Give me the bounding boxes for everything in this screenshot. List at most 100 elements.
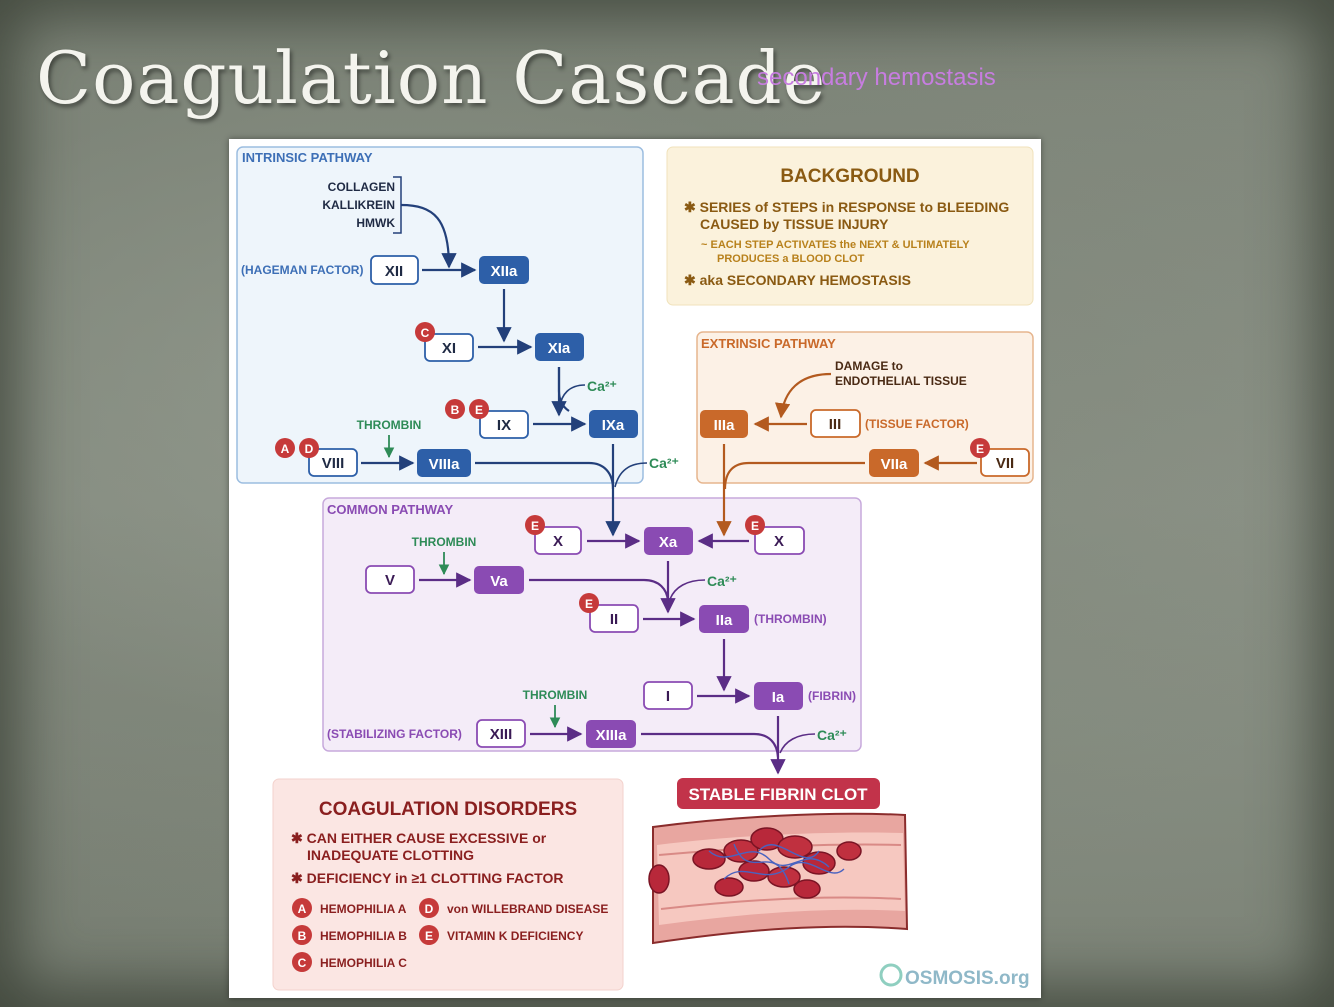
thrombin-label-xiii: THROMBIN	[523, 688, 588, 702]
factor-xia-label: XIa	[548, 340, 571, 357]
damage-line1: DAMAGE to	[835, 359, 903, 373]
ca-curve-iia	[669, 579, 706, 600]
factor-viia	[869, 449, 919, 477]
thrombin-name-label: (THROMBIN)	[754, 612, 827, 626]
stable-clot-banner	[677, 778, 880, 809]
common-title: COMMON PATHWAY	[327, 502, 453, 517]
background-sub-line2: PRODUCES a BLOOD CLOT	[717, 253, 865, 265]
factor-x-left-label: X	[553, 533, 563, 550]
factor-vii-label: VII	[996, 455, 1014, 472]
factor-xiii-label: XIII	[490, 726, 513, 743]
background-panel	[666, 146, 1034, 306]
background-bullet1-line2: CAUSED by TISSUE INJURY	[700, 216, 889, 232]
factor-xiiia	[586, 720, 636, 748]
red-cell	[692, 848, 726, 870]
badge-c-xi-label: C	[421, 326, 430, 340]
factor-ixa	[589, 410, 638, 438]
badge-e-x-right-label: E	[751, 519, 759, 533]
thrombin-label-v: THROMBIN	[412, 535, 477, 549]
factor-xii-label: XII	[385, 263, 403, 280]
factor-xi	[424, 333, 474, 362]
badge-e-vii-label: E	[976, 442, 984, 456]
factor-xii	[370, 255, 419, 285]
badge-e-x-left-label: E	[531, 519, 539, 533]
factor-viiia-label: VIIIa	[429, 456, 461, 473]
disorder-badge-e	[419, 925, 439, 945]
stabilizing-label: (STABILIZING FACTOR)	[327, 727, 462, 741]
stable-clot-label: STABLE FIBRIN CLOT	[688, 785, 868, 804]
fibrin-mesh	[708, 843, 845, 885]
factor-xiia	[479, 256, 529, 284]
factor-xia	[535, 333, 584, 361]
factor-i-label: I	[666, 688, 670, 705]
factor-xa	[644, 527, 693, 555]
factor-iii-label: III	[829, 416, 842, 433]
badge-a-viii	[275, 438, 295, 458]
red-cell	[648, 864, 670, 894]
disorder-badge-c	[292, 952, 312, 972]
badge-c-xi	[415, 322, 435, 342]
disorders-title: COAGULATION DISORDERS	[319, 799, 577, 820]
osmosis-logo: OSMOSIS.org	[905, 968, 1030, 989]
background-sub-line1: ~ EACH STEP ACTIVATES the NEXT & ULTIMAT…	[701, 239, 970, 251]
disorder-hemophilia-b: HEMOPHILIA B	[320, 929, 407, 943]
badge-e-ix-label: E	[475, 403, 483, 417]
ca-label-clot: Ca²⁺	[817, 727, 847, 743]
slide-subtitle: secondary hemostasis	[757, 64, 996, 91]
factor-viiia	[417, 449, 471, 477]
arrow-viia-xa	[723, 461, 865, 490]
disorder-badge-c-label: C	[298, 956, 307, 970]
ca-curve-ixa	[559, 384, 586, 408]
ca-curve-xa	[614, 462, 648, 488]
hageman-label: (HAGEMAN FACTOR)	[241, 263, 363, 277]
disorder-vitamin-k: VITAMIN K DEFICIENCY	[447, 929, 583, 943]
slide-title: Coagulation Cascade	[36, 36, 827, 120]
factor-iii	[810, 409, 861, 438]
factor-vii	[980, 448, 1030, 477]
arrow-va-iia	[529, 578, 670, 602]
factor-ixa-label: IXa	[602, 417, 625, 434]
disorders-bullet1-line1: ✱ CAN EITHER CAUSE EXCESSIVE or	[291, 830, 547, 846]
disorder-badge-a	[292, 898, 312, 918]
disorders-panel	[272, 778, 624, 991]
disorder-hemophilia-c: HEMOPHILIA C	[320, 956, 407, 970]
intrinsic-panel	[236, 146, 644, 484]
fibrin-label: (FIBRIN)	[808, 689, 856, 703]
badge-e-ii	[579, 593, 599, 613]
factor-ia-label: Ia	[772, 689, 785, 706]
factor-iia	[699, 605, 749, 633]
factor-ii-label: II	[610, 611, 618, 628]
background-bullet2: ✱ aka SECONDARY HEMOSTASIS	[684, 272, 911, 288]
factor-iia-label: IIa	[716, 612, 733, 629]
factor-x-right-label: X	[774, 533, 784, 550]
tissue-factor-label: (TISSUE FACTOR)	[865, 417, 969, 431]
factor-viii-label: VIII	[322, 455, 345, 472]
badge-b-ix-label: B	[451, 403, 460, 417]
factor-xiiia-label: XIIIa	[596, 727, 628, 744]
intrinsic-title: INTRINSIC PATHWAY	[242, 150, 373, 165]
badge-d-viii	[299, 438, 319, 458]
factor-viia-label: VIIa	[881, 456, 908, 473]
factor-ia	[754, 682, 803, 710]
extrinsic-title: EXTRINSIC PATHWAY	[701, 336, 836, 351]
trigger-arrow	[400, 203, 457, 269]
factor-ix-label: IX	[497, 417, 511, 434]
disorder-von-willebrand: von WILLEBRAND DISEASE	[447, 902, 608, 916]
ca-label-xa: Ca²⁺	[649, 455, 679, 471]
disorder-badge-d	[419, 898, 439, 918]
factor-xa-label: Xa	[659, 534, 678, 551]
red-cell	[777, 835, 813, 859]
factor-va-label: Va	[490, 573, 508, 590]
trigger-kallikrein: KALLIKREIN	[322, 198, 395, 212]
factor-ix	[479, 410, 529, 439]
coagulation-figure: INTRINSIC PATHWAY COLLAGEN KALLIKREIN HM…	[229, 139, 1041, 998]
damage-line2: ENDOTHELIAL TISSUE	[835, 374, 967, 388]
factor-xi-label: XI	[442, 340, 456, 357]
ca-label-iia: Ca²⁺	[707, 573, 737, 589]
badge-e-ii-label: E	[585, 597, 593, 611]
factor-v-label: V	[385, 572, 395, 589]
osmosis-logo-icon	[879, 963, 903, 987]
disorder-hemophilia-a: HEMOPHILIA A	[320, 902, 407, 916]
cascade-diagram: INTRINSIC PATHWAY COLLAGEN KALLIKREIN HM…	[236, 146, 1034, 991]
arrow-viiia-xa	[475, 461, 615, 490]
